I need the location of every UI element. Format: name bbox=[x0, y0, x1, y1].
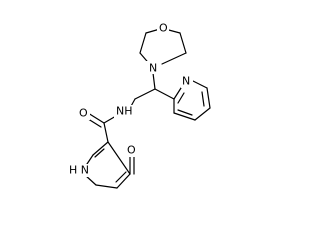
bond bbox=[179, 32, 187, 54]
amide-nitrogen-label: NH bbox=[116, 105, 133, 118]
bond bbox=[177, 109, 193, 116]
morpholine-oxygen-label: O bbox=[159, 22, 168, 35]
bond bbox=[201, 91, 205, 107]
bond bbox=[92, 141, 109, 156]
bond bbox=[192, 80, 208, 89]
atom-backdrop bbox=[181, 75, 193, 88]
bond bbox=[139, 32, 147, 54]
bond bbox=[94, 148, 105, 158]
pyridinone-nitrogen-label: H N bbox=[69, 164, 89, 177]
pyridinone-oxygen-label: O bbox=[127, 144, 136, 157]
bond bbox=[115, 171, 127, 183]
atom-labels: N O N NH O O H N bbox=[68, 22, 193, 177]
amide-oxygen-label: O bbox=[79, 107, 88, 120]
molecule-structure: N O N NH O O H N bbox=[68, 22, 211, 189]
bond bbox=[87, 112, 105, 124]
bond bbox=[177, 92, 185, 104]
bond bbox=[107, 141, 131, 175]
bond bbox=[173, 112, 196, 121]
atom-backdrop bbox=[114, 105, 133, 118]
bond bbox=[194, 107, 211, 121]
atom-backdrop bbox=[126, 144, 138, 157]
bond bbox=[152, 72, 156, 90]
morpholine-nitrogen-label: N bbox=[149, 62, 157, 75]
bond bbox=[206, 87, 211, 109]
bond bbox=[134, 88, 156, 100]
pyridine-nitrogen-label: N bbox=[182, 75, 190, 88]
bonds bbox=[84, 28, 211, 189]
bond bbox=[154, 88, 175, 100]
bond bbox=[103, 122, 109, 143]
atom-backdrop bbox=[68, 164, 90, 177]
bond bbox=[116, 173, 131, 189]
atom-backdrop bbox=[78, 107, 90, 120]
bond bbox=[161, 52, 187, 65]
bond bbox=[95, 184, 118, 189]
atom-backdrop bbox=[146, 61, 160, 74]
bond bbox=[173, 87, 182, 100]
atom-backdrop bbox=[157, 22, 169, 35]
